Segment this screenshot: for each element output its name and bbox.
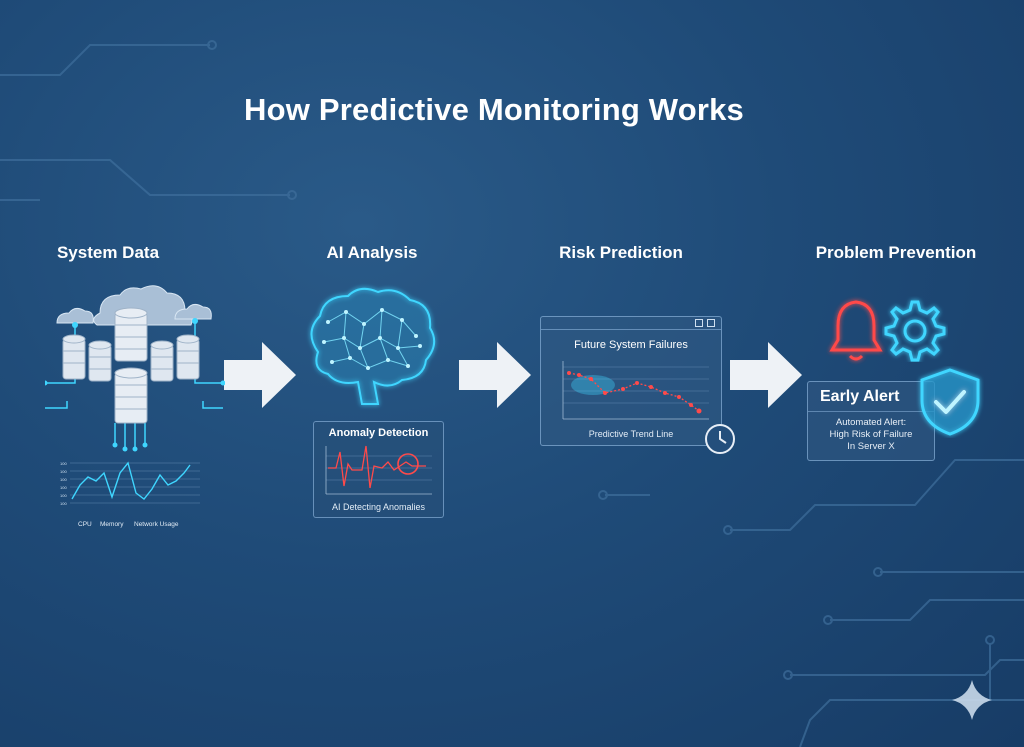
cloud-icon: [56, 307, 94, 324]
anomaly-chart: [325, 445, 432, 495]
tick-label: 100: [60, 477, 67, 482]
cloud-icon: [174, 303, 212, 320]
brain-icon: [310, 287, 436, 405]
chart-label-memory: Memory: [100, 521, 124, 528]
close-icon: [707, 319, 715, 327]
step-label-ai-analysis: AI Analysis: [326, 243, 418, 262]
clock-icon: [705, 424, 735, 454]
alert-line-3: In Server X: [847, 441, 895, 452]
anomaly-detection-card: Anomaly Detection AI Detecting Anomalies: [313, 421, 444, 518]
window-titlebar: [541, 317, 721, 330]
tick-label: 100: [60, 461, 67, 466]
trend-line-caption: Predictive Trend Line: [588, 429, 674, 439]
tick-label: 100: [60, 493, 67, 498]
servers-cloud-illustration: [45, 285, 225, 452]
arrow-right-icon: [224, 342, 296, 408]
tick-label: 100: [60, 501, 67, 506]
tick-label: 100: [60, 469, 67, 474]
page-title: How Predictive Monitoring Works: [244, 92, 744, 127]
gear-icon: [884, 300, 946, 362]
alert-line-2: High Risk of Failure: [829, 429, 913, 440]
bell-icon: [829, 300, 883, 361]
database-icon: [114, 307, 148, 424]
alert-line-1: Automated Alert:: [835, 417, 907, 428]
arrow-right-icon: [459, 342, 531, 408]
arrow-right-icon: [730, 342, 802, 408]
chart-label-network-usage: Network Usage: [134, 521, 179, 528]
database-icon: [62, 334, 112, 382]
step-label-problem-prevention: Problem Prevention: [815, 243, 977, 262]
trend-chart: [562, 361, 709, 420]
anomaly-detection-title: Anomaly Detection: [328, 427, 429, 439]
sparkle-icon: [952, 680, 992, 720]
step-label-system-data: System Data: [56, 243, 160, 262]
step-label-risk-prediction: Risk Prediction: [559, 243, 683, 262]
shield-check-icon: [920, 368, 980, 436]
chart-label-cpu: CPU: [78, 521, 92, 528]
risk-prediction-window: Future System Failures Predictive Trend …: [540, 316, 722, 446]
system-metrics-chart: 100 100 100 100 100 100 CPU Memory Netwo…: [60, 461, 200, 528]
tick-label: 100: [60, 485, 67, 490]
early-alert-title: Early Alert: [820, 388, 900, 405]
anomaly-detection-caption: AI Detecting Anomalies: [331, 502, 426, 512]
database-icon: [150, 334, 200, 382]
future-failures-title: Future System Failures: [574, 339, 688, 351]
early-alert-card: Early Alert Automated Alert: High Risk o…: [807, 381, 935, 461]
maximize-icon: [695, 319, 703, 327]
anomaly-highlight-circle: [397, 453, 419, 475]
